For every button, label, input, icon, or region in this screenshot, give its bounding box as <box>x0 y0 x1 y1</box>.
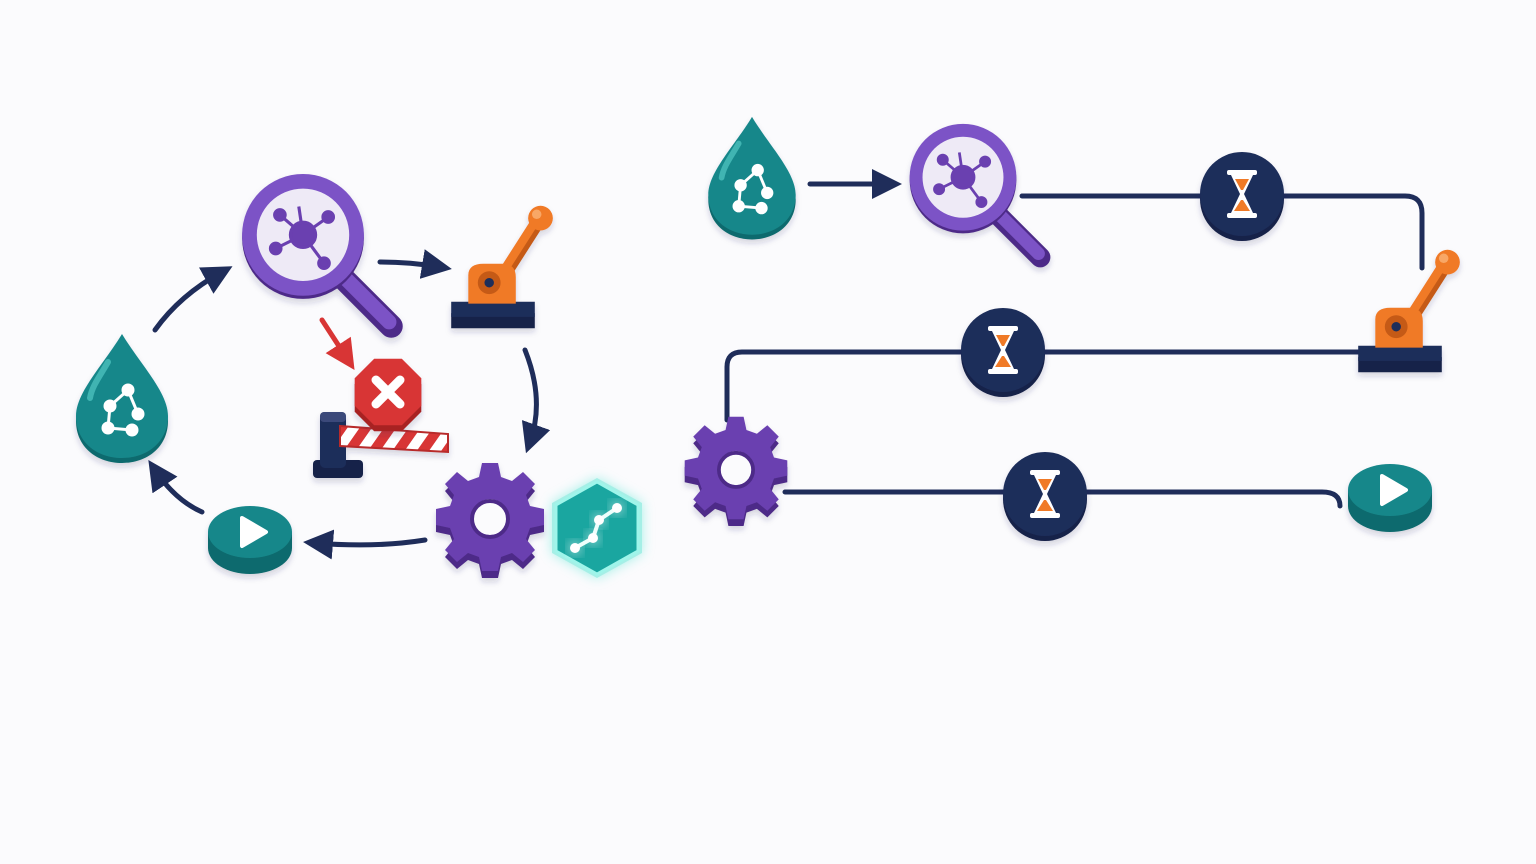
cycle-arrow-source-to-inspect <box>152 266 233 333</box>
cycle-arrow-run-to-source <box>148 460 205 515</box>
linear-hourglass-icon-2 <box>961 308 1045 397</box>
linear-magnifier-icon <box>910 124 1041 257</box>
linear-connector-control-to-process <box>724 349 1403 423</box>
hexagon-icon <box>552 478 642 578</box>
linear-gear-icon <box>682 414 790 528</box>
linear-lever-icon <box>1358 250 1460 373</box>
barrier-gate-icon <box>313 412 449 478</box>
cycle-arrow-control-to-process <box>521 347 551 454</box>
cycle-droplet-icon <box>76 334 168 463</box>
linear-connector-inspect-to-control <box>1019 193 1425 271</box>
cycle-lever-icon <box>451 206 553 329</box>
linear-connector-process-to-run <box>782 489 1343 509</box>
cycle-gear-icon <box>434 461 546 580</box>
cycle-magnifier-icon <box>242 174 391 326</box>
cycle-play-icon <box>206 504 294 576</box>
cycle-arrow-process-to-run <box>303 529 428 560</box>
linear-droplet-icon <box>708 117 795 240</box>
stop-sign-icon <box>354 358 422 432</box>
cycle-arrow-inspect-to-control <box>377 249 452 279</box>
linear-hourglass-icon-1 <box>1200 152 1284 241</box>
blocked-arrow <box>319 317 355 371</box>
linear-hourglass-icon-3 <box>1003 452 1087 541</box>
linear-play-icon <box>1346 462 1434 534</box>
